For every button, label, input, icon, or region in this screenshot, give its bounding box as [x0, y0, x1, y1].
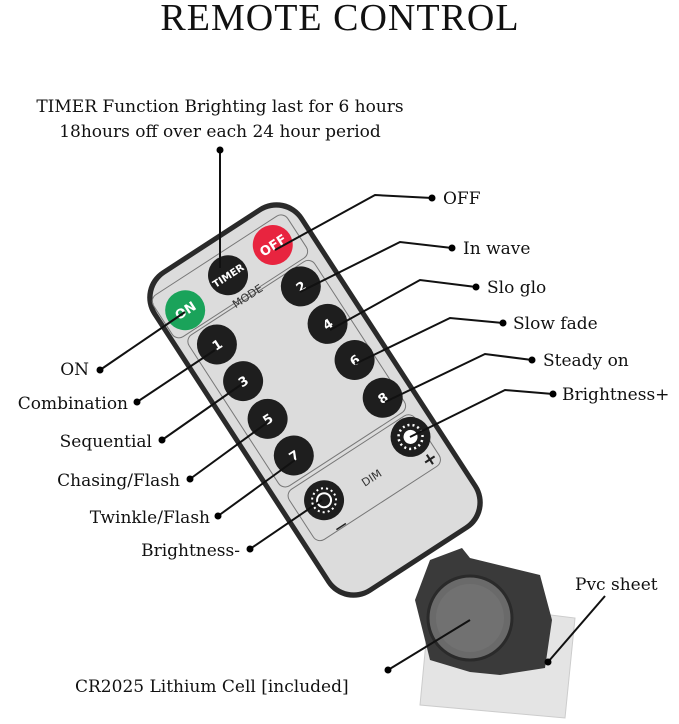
title: REMOTE CONTROL [160, 0, 519, 39]
battery-holder [415, 548, 576, 719]
label-battery: CR2025 Lithium Cell [included] [75, 677, 349, 697]
sun-icon [316, 492, 333, 509]
label-steady-on: Steady on [543, 351, 629, 371]
mode-8-button[interactable]: 8 [355, 370, 410, 425]
label-sequential: Sequential [60, 432, 152, 452]
timer-note-line1: TIMER Function Brighting last for 6 hour… [36, 97, 403, 117]
remote-control: MODE DIM ON TIMER OFF 1 2 3 4 5 6 7 8 − … [147, 202, 483, 598]
mode-2-button[interactable]: 2 [273, 259, 328, 314]
label-slow-fade: Slow fade [513, 314, 598, 334]
label-on: ON [60, 360, 89, 380]
timer-note-line2: 18hours off over each 24 hour period [59, 122, 381, 142]
label-chasing-flash: Chasing/Flash [57, 471, 180, 491]
label-brightness-plus: Brightness+ [562, 385, 669, 405]
label-off: OFF [443, 189, 481, 209]
label-slo-glo: Slo glo [487, 278, 546, 298]
mode-7-button[interactable]: 7 [266, 428, 321, 483]
label-pvc-sheet: Pvc sheet [575, 575, 658, 595]
timer-button[interactable]: TIMER [200, 248, 255, 303]
on-button[interactable]: ON [157, 283, 212, 338]
label-in-wave: In wave [463, 239, 530, 259]
label-brightness-minus: Brightness- [141, 541, 240, 561]
brightness-down-button[interactable] [296, 473, 351, 528]
off-button[interactable]: OFF [245, 217, 300, 272]
label-combination: Combination [18, 394, 128, 414]
mode-6-button[interactable]: 6 [327, 332, 382, 387]
leader-lines [96, 146, 606, 674]
label-twinkle-flash: Twinkle/Flash [90, 508, 210, 528]
